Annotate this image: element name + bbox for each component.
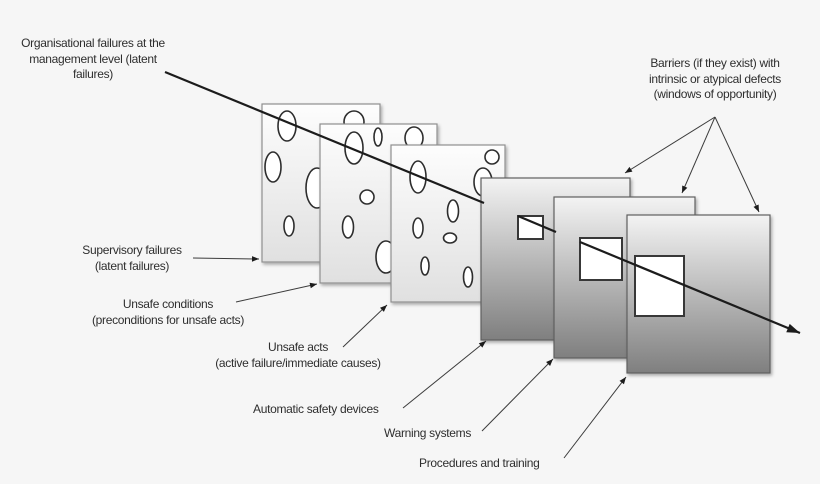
leader-arrow-line	[192, 257, 260, 260]
barrier-window	[517, 215, 544, 240]
leader-arrowhead	[546, 359, 553, 366]
fan-arrowhead	[682, 185, 688, 193]
fan-arrowhead	[625, 166, 633, 173]
barrier-window	[634, 255, 685, 317]
leader-arrow-line	[563, 376, 627, 459]
main-trajectory-line	[164, 70, 485, 205]
cheese-hole	[373, 127, 383, 147]
leader-arrow-line	[342, 304, 388, 348]
fan-arrow-line	[681, 116, 716, 194]
leader-arrowhead	[380, 305, 387, 312]
cheese-hole	[446, 199, 460, 223]
cheese-hole	[344, 131, 364, 165]
label-procedures-and-training: Procedures and training	[419, 456, 540, 470]
panels-layer	[261, 103, 771, 374]
main-trajectory-arrowhead	[786, 323, 800, 333]
leader-arrowhead	[251, 256, 259, 262]
label-automatic-safety-devices: Automatic safety devices	[253, 402, 379, 416]
fan-arrow-line	[624, 116, 716, 174]
label-warning-systems: Warning systems	[384, 426, 472, 440]
label-organisational-failures: Organisational failures at the managemen…	[21, 36, 165, 81]
fan-arrowhead	[753, 204, 759, 212]
barrier-panel-3	[626, 214, 771, 374]
leader-arrow-line	[235, 283, 318, 303]
cheese-hole	[283, 215, 295, 237]
arrows-layer	[164, 70, 801, 459]
cheese-hole	[264, 151, 282, 183]
main-trajectory-line	[579, 240, 801, 335]
leader-arrow-line	[481, 358, 554, 432]
main-trajectory-line	[517, 214, 557, 234]
leader-arrowhead	[619, 377, 626, 385]
leader-arrow-line	[402, 340, 487, 409]
label-barriers: Barriers (if they exist) with intrinsic …	[648, 56, 782, 101]
fan-arrow-line	[714, 116, 760, 213]
label-unsafe-acts: Unsafe acts (active failure/immediate ca…	[215, 340, 381, 370]
label-unsafe-conditions: Unsafe conditions (preconditions for uns…	[91, 297, 245, 327]
leader-arrowhead	[478, 341, 486, 348]
cheese-hole	[484, 149, 500, 165]
cheese-hole	[412, 217, 424, 239]
cheese-hole	[277, 110, 297, 142]
cheese-hole	[420, 256, 430, 276]
cheese-hole	[359, 189, 375, 205]
leader-arrowhead	[309, 282, 317, 289]
cheese-hole	[442, 232, 458, 244]
label-supervisory-failures: Supervisory failures (latent failures)	[82, 243, 182, 273]
cheese-hole	[341, 215, 355, 239]
cheese-hole	[462, 266, 474, 288]
